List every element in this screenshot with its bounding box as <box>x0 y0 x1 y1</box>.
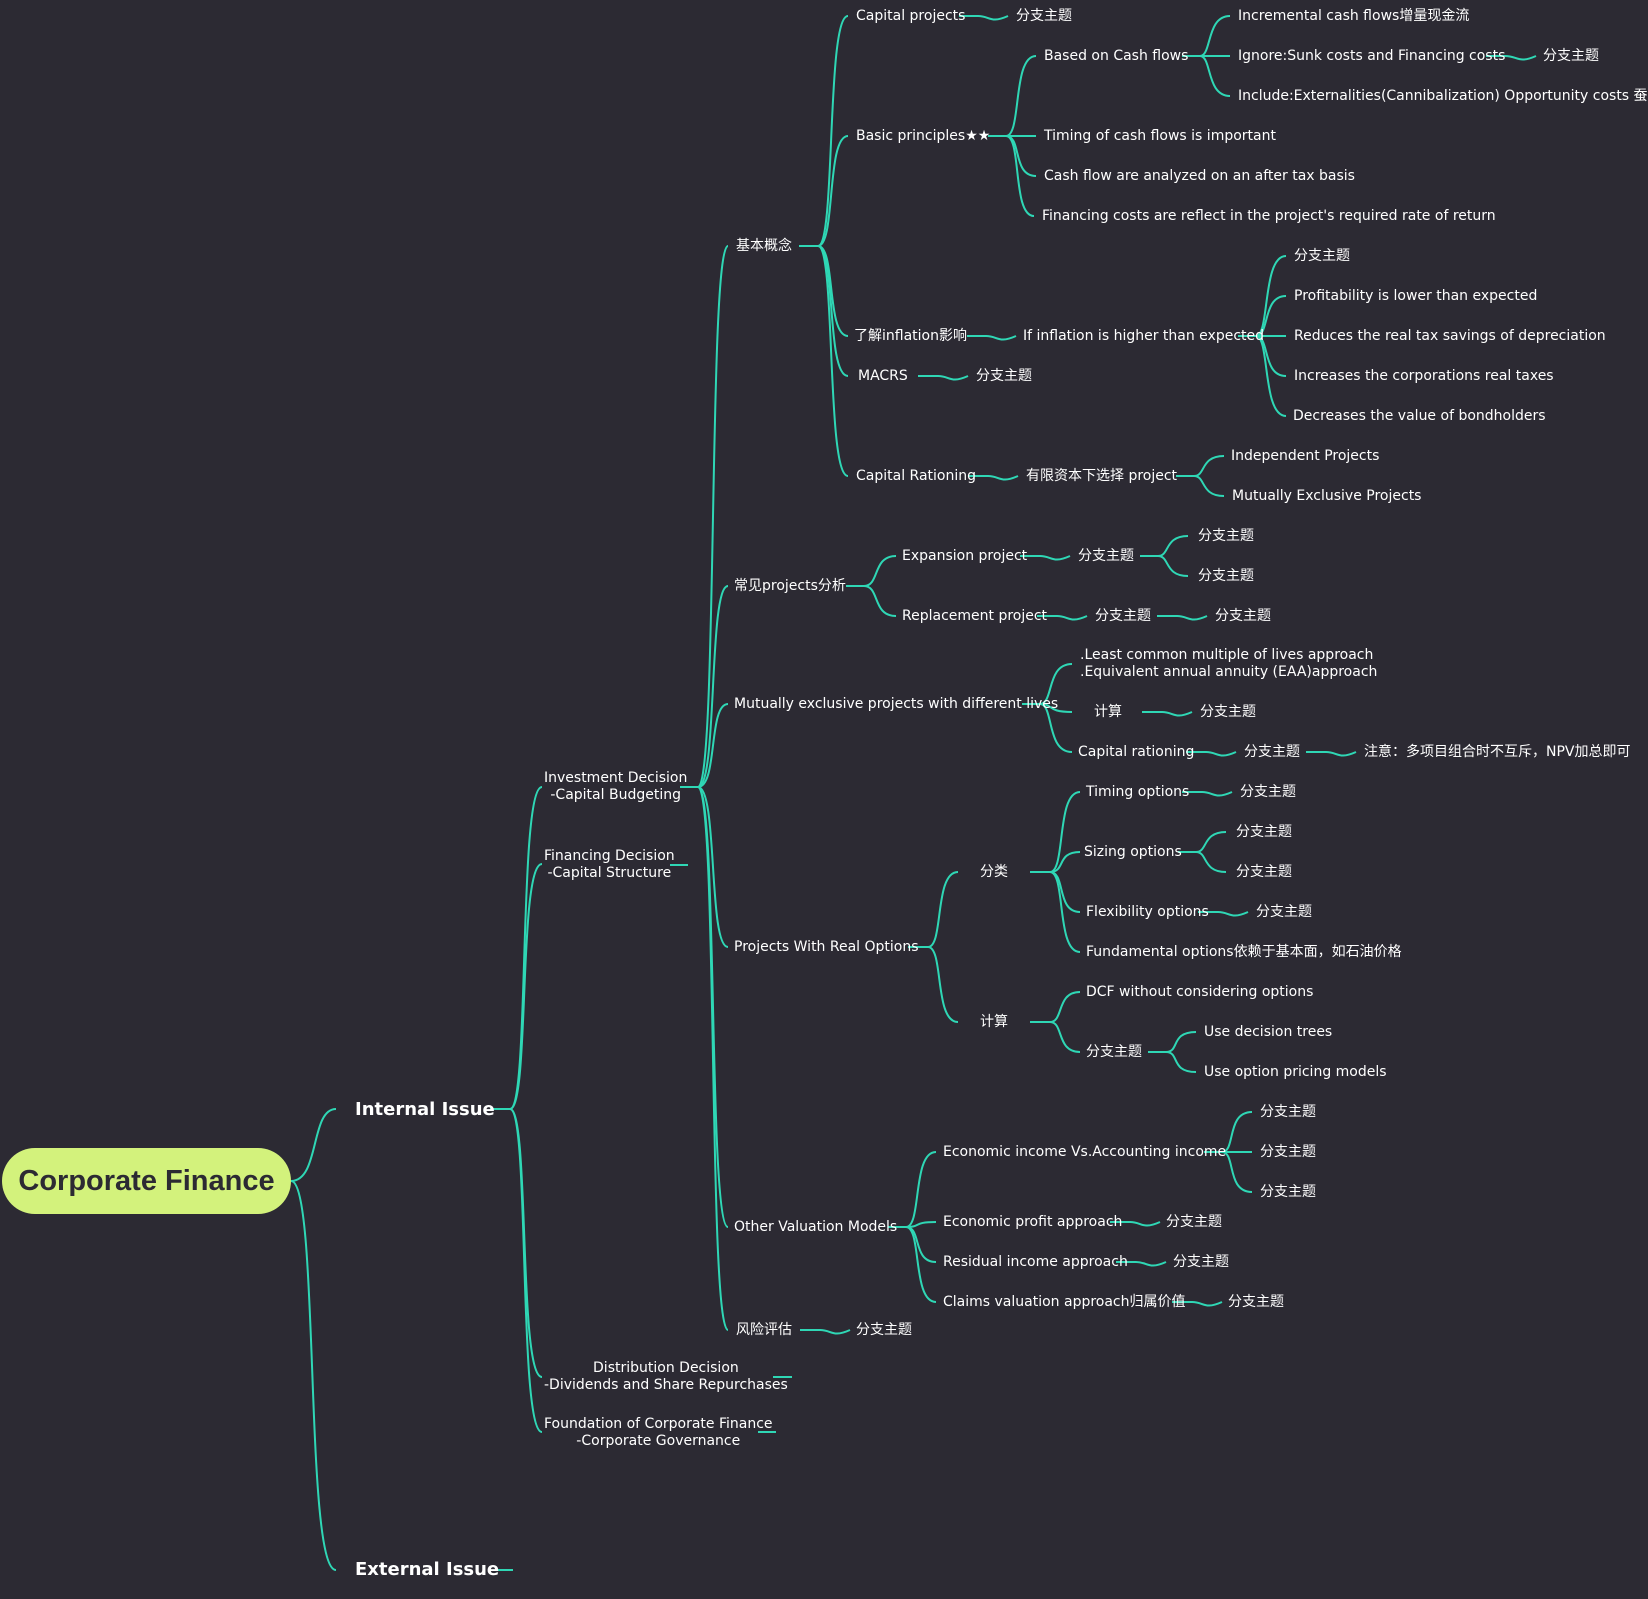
node-dcf-without-options[interactable]: DCF without considering options <box>1086 984 1314 1000</box>
node-subtopic[interactable]: 分支主题 <box>1086 1044 1142 1060</box>
node-sizing-options[interactable]: Sizing options <box>1084 844 1182 860</box>
node-flexibility-options[interactable]: Flexibility options <box>1086 904 1209 920</box>
node-after-tax-basis[interactable]: Cash flow are analyzed on an after tax b… <box>1044 168 1355 184</box>
node-timing-of-cash-flows[interactable]: Timing of cash flows is important <box>1044 128 1276 144</box>
node-subtopic[interactable]: 分支主题 <box>1543 48 1599 64</box>
node-capital-rationing[interactable]: Capital Rationing <box>856 468 977 484</box>
node-increases-real-taxes[interactable]: Increases the corporations real taxes <box>1294 368 1554 384</box>
node-based-on-cash-flows[interactable]: Based on Cash flows <box>1044 48 1189 64</box>
node-subtopic[interactable]: 分支主题 <box>1240 784 1296 800</box>
node-include-externalities[interactable]: Include:Externalities(Cannibalization) O… <box>1238 88 1648 104</box>
node-subtopic[interactable]: 分支主题 <box>1078 548 1134 564</box>
node-financing-decision[interactable]: Financing Decision -Capital Structure <box>544 848 675 881</box>
node-financing-costs-reflect[interactable]: Financing costs are reflect in the proje… <box>1042 208 1496 224</box>
node-mutually-exclusive-lives[interactable]: Mutually exclusive projects with differe… <box>734 696 1059 712</box>
node-replacement-project[interactable]: Replacement project <box>902 608 1048 624</box>
node-lcm-eaa[interactable]: .Least common multiple of lives approach… <box>1080 647 1378 680</box>
node-if-inflation-higher[interactable]: If inflation is higher than expected <box>1023 328 1265 344</box>
node-subtopic[interactable]: 分支主题 <box>1095 608 1151 624</box>
node-subtopic[interactable]: 分支主题 <box>1260 1104 1316 1120</box>
node-jiben-gainian[interactable]: 基本概念 <box>736 238 792 254</box>
node-fenlei[interactable]: 分类 <box>980 864 1008 880</box>
node-subtopic[interactable]: 分支主题 <box>1236 824 1292 840</box>
node-external-issue[interactable]: External Issue <box>355 1559 500 1580</box>
node-decision-trees[interactable]: Use decision trees <box>1204 1024 1333 1040</box>
node-risk-assessment[interactable]: 风险评估 <box>736 1322 792 1338</box>
node-jisuan-2[interactable]: 计算 <box>980 1014 1008 1030</box>
node-fundamental-options[interactable]: Fundamental options依赖于基本面，如石油价格 <box>1086 944 1402 960</box>
node-subtopic[interactable]: 分支主题 <box>1173 1254 1229 1270</box>
node-capital-rationing-2[interactable]: Capital rationing <box>1078 744 1195 760</box>
node-subtopic[interactable]: 分支主题 <box>1294 248 1350 264</box>
node-subtopic[interactable]: 分支主题 <box>1198 528 1254 544</box>
node-subtopic[interactable]: 分支主题 <box>1228 1294 1284 1310</box>
node-capital-projects[interactable]: Capital projects <box>856 8 966 24</box>
node-decreases-bondholders[interactable]: Decreases the value of bondholders <box>1293 408 1546 424</box>
node-subtopic[interactable]: 分支主题 <box>1200 704 1256 720</box>
node-other-valuation[interactable]: Other Valuation Models <box>734 1219 898 1235</box>
node-economic-income[interactable]: Economic income Vs.Accounting income <box>943 1144 1227 1160</box>
node-ignore-sunk-costs[interactable]: Ignore:Sunk costs and Financing costs <box>1238 48 1506 64</box>
node-subtopic[interactable]: 分支主题 <box>856 1322 912 1338</box>
node-caprat-note[interactable]: 注意：多项目组合时不互斥，NPV加总即可 <box>1364 744 1631 760</box>
node-subtopic[interactable]: 分支主题 <box>1198 568 1254 584</box>
node-incremental-cash-flows[interactable]: Incremental cash flows增量现金流 <box>1238 8 1470 24</box>
node-residual-income[interactable]: Residual income approach <box>943 1254 1128 1270</box>
root-node[interactable]: Corporate Finance <box>2 1148 291 1214</box>
node-subtopic[interactable]: 分支主题 <box>976 368 1032 384</box>
node-distribution-decision[interactable]: Distribution Decision -Dividends and Sha… <box>544 1360 788 1393</box>
node-timing-options[interactable]: Timing options <box>1086 784 1190 800</box>
node-mutually-exclusive-projects[interactable]: Mutually Exclusive Projects <box>1232 488 1422 504</box>
node-inflation[interactable]: 了解inflation影响 <box>854 328 967 344</box>
node-basic-principles[interactable]: Basic principles★★ <box>856 128 991 144</box>
node-subtopic[interactable]: 分支主题 <box>1236 864 1292 880</box>
node-independent-projects[interactable]: Independent Projects <box>1231 448 1380 464</box>
node-internal-issue[interactable]: Internal Issue <box>355 1099 495 1120</box>
node-macrs[interactable]: MACRS <box>858 368 908 384</box>
node-jisuan[interactable]: 计算 <box>1094 704 1122 720</box>
node-youxian-ziben[interactable]: 有限资本下选择 project <box>1026 468 1178 484</box>
node-subtopic[interactable]: 分支主题 <box>1215 608 1271 624</box>
node-subtopic[interactable]: 分支主题 <box>1244 744 1300 760</box>
node-foundation[interactable]: Foundation of Corporate Finance -Corpora… <box>544 1416 773 1449</box>
node-subtopic[interactable]: 分支主题 <box>1166 1214 1222 1230</box>
node-changjian-projects[interactable]: 常见projects分析 <box>734 578 846 594</box>
node-economic-profit[interactable]: Economic profit approach <box>943 1214 1123 1230</box>
node-profitability-lower[interactable]: Profitability is lower than expected <box>1294 288 1538 304</box>
node-real-options[interactable]: Projects With Real Options <box>734 939 919 955</box>
node-subtopic[interactable]: 分支主题 <box>1260 1144 1316 1160</box>
node-expansion-project[interactable]: Expansion project <box>902 548 1028 564</box>
node-claims-valuation[interactable]: Claims valuation approach归属价值 <box>943 1294 1186 1310</box>
node-reduces-tax-savings[interactable]: Reduces the real tax savings of deprecia… <box>1294 328 1606 344</box>
node-option-pricing[interactable]: Use option pricing models <box>1204 1064 1387 1080</box>
node-investment-decision[interactable]: Investment Decision -Capital Budgeting <box>544 770 688 803</box>
node-subtopic[interactable]: 分支主题 <box>1260 1184 1316 1200</box>
node-subtopic[interactable]: 分支主题 <box>1256 904 1312 920</box>
node-subtopic[interactable]: 分支主题 <box>1016 8 1072 24</box>
